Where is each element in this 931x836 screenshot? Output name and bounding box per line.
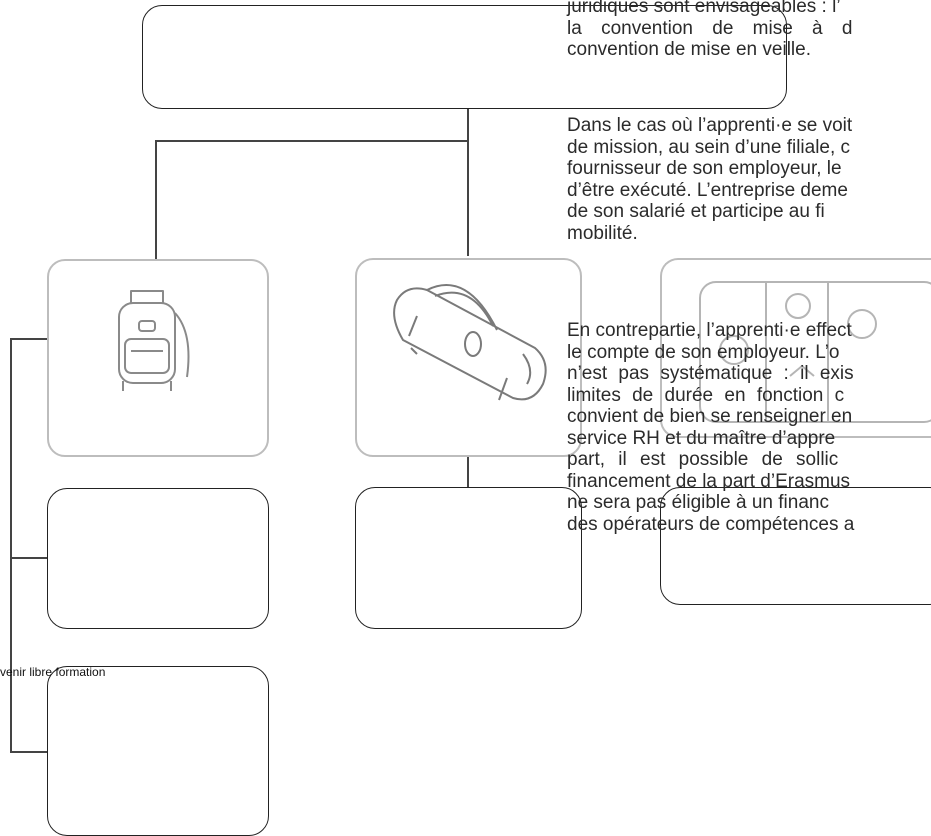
paragraph-2-line: de son salarié et participe au fi (567, 201, 825, 222)
paragraph-3-line: financement de la part d’Erasmus (567, 470, 851, 492)
paragraph-2-line: de mission, au sein d’une filiale, c (567, 136, 851, 158)
paragraph-3-line: part, il est possible de sollic (567, 449, 839, 470)
suitcase-icon (699, 281, 931, 423)
paragraph-3-line: ne sera pas éligible à un financ (567, 492, 829, 513)
suitcase-card[interactable] (660, 258, 931, 438)
left-box-1[interactable] (47, 488, 269, 629)
paragraph-2-line: d’être exécuté. L’entreprise deme (567, 179, 848, 201)
backpack-icon (118, 290, 190, 391)
duffel-bag-icon (393, 284, 547, 401)
connector-left-spine (10, 338, 12, 751)
paragraph-2-line: Dans le cas où l’apprenti·e se voit (567, 115, 853, 136)
connector-branch (155, 140, 467, 142)
paragraph-2-line: mobilité. (567, 222, 638, 244)
paragraph-3-line: En contrepartie, l’apprenti·e effect (567, 320, 852, 341)
paragraph-1: juridiques sont envisageables : l’ la co… (567, 0, 852, 61)
paragraph-3-line: le compte de son employeur. L’o (567, 341, 840, 363)
paragraph-3-line: des opérateurs de compétences a (567, 513, 855, 535)
paragraph-3-line: limites de durée en fonction c (567, 384, 845, 406)
paragraph-3: En contrepartie, l’apprenti·e effect le … (567, 320, 854, 535)
connector-left-down (155, 140, 157, 260)
connector-spine-bottom (10, 751, 48, 753)
backpack-card[interactable] (47, 259, 269, 457)
paragraph-3-line: convient de bien se renseigner en (567, 406, 853, 427)
connector-spine-top (10, 338, 48, 340)
paragraph-1-line: juridiques sont envisageables : l’ (567, 0, 841, 17)
connector-spine-mid (10, 557, 48, 559)
root-box[interactable] (142, 5, 787, 109)
paragraph-1-line: convention de mise en veille. (567, 39, 811, 60)
left-box-2[interactable] (47, 666, 269, 836)
paragraph-2-line: fournisseur de son employeur, le (567, 158, 842, 179)
right-box[interactable] (660, 487, 931, 605)
paragraph-3-line: n’est pas systématique : il exis (567, 363, 854, 384)
paragraph-2: Dans le cas où l’apprenti·e se voit de m… (567, 115, 852, 244)
paragraph-3-line: service RH et du maître d’appre (567, 427, 836, 449)
connector-root-down (467, 108, 469, 256)
paragraph-1-line: la convention de mise à d (567, 17, 853, 39)
caption-label: venir libre formation (0, 665, 106, 679)
connector-middle-down (467, 455, 469, 487)
duffel-card[interactable] (355, 258, 582, 457)
middle-box[interactable] (355, 487, 582, 629)
